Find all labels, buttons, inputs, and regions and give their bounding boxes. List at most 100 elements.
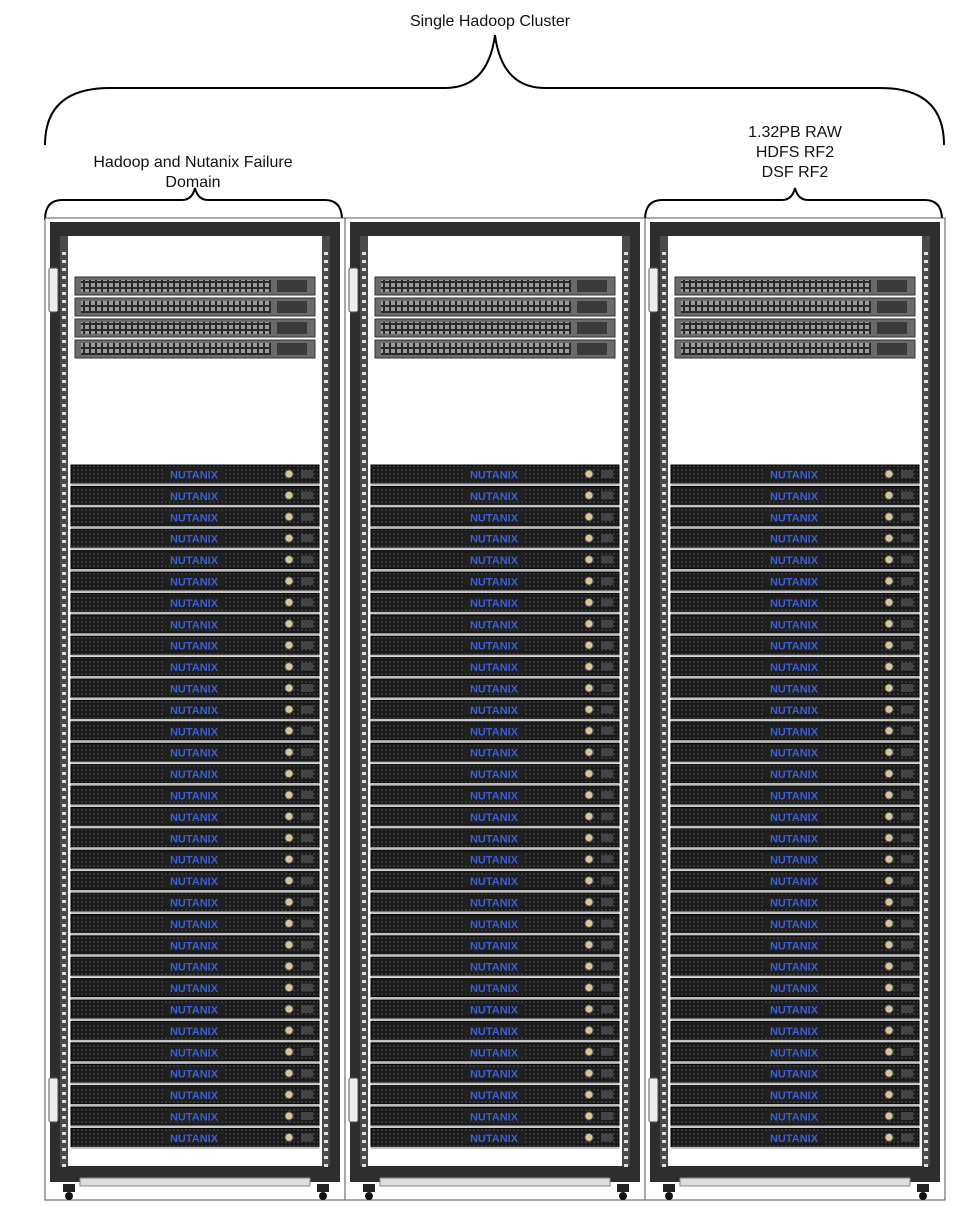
node-power-button [884,1090,894,1100]
node-logo-text: NUTANIX [470,1026,519,1038]
node-rail-lip [371,1018,619,1021]
rail-hole [362,620,366,623]
switch-ports [681,322,871,334]
rail-hole [62,492,66,495]
rail-hole [624,668,628,671]
rail-hole [62,884,66,887]
rail-hole [62,772,66,775]
node-rail-lip [71,676,319,678]
node-rail-lip [371,975,619,978]
rail-hole [62,332,66,335]
rail-hole [624,1092,628,1095]
rail-hole [362,548,366,551]
switch-ports [381,343,571,355]
nutanix-node-icon: NUTANIX [70,507,320,529]
node-power-button [584,555,594,565]
node-rail-lip [371,783,619,785]
node-logo-text: NUTANIX [170,1112,219,1124]
rail-hole [924,1100,928,1103]
rail-hole [324,300,328,303]
node-rail-lip [71,825,319,828]
rail-hole [62,1052,66,1055]
nutanix-node-icon: NUTANIX [70,935,320,957]
nutanix-node-icon: NUTANIX [370,1063,620,1085]
rail-hole [324,1052,328,1055]
rack-base-plate [79,1177,311,1187]
rail-hole [324,612,328,615]
node-bezel-latch [601,1112,613,1120]
node-power-button [884,983,894,993]
rail-hole [624,868,628,871]
node-power-button [584,790,594,800]
node-bezel-latch [901,1112,913,1120]
node-bezel-latch [901,876,913,885]
node-rail-lip [71,954,319,957]
rail-hole [62,468,66,471]
rail-hole [924,796,928,799]
rail-hole [924,836,928,839]
nutanix-node-icon: NUTANIX [670,956,920,978]
rail-hole [362,1108,366,1111]
rail-hole [362,812,366,815]
rail-hole [62,1044,66,1047]
rack-top-bar [650,222,940,236]
node-power-button [584,940,594,950]
rail-hole [324,540,328,543]
node-bezel-latch [901,919,913,928]
node-power-button [584,811,594,821]
rail-hole [62,612,66,615]
rail-hole [62,372,66,375]
rail-hole [324,876,328,879]
node-rail-lip [71,654,319,657]
rail-hole [624,596,628,599]
rail-hole [662,1076,666,1079]
rail-hole [662,1100,666,1103]
nutanix-node-icon: NUTANIX [70,678,320,700]
rail-hole [924,1164,928,1167]
rail-hole [924,812,928,815]
node-rail-lip [671,911,919,914]
rail-hole [324,996,328,999]
rail-hole [624,612,628,615]
node-bezel-latch [601,577,613,585]
rail-hole [662,340,666,343]
nutanix-node-icon: NUTANIX [70,635,320,657]
nutanix-node-icon: NUTANIX [670,913,920,935]
node-logo-plate [763,682,825,694]
node-rail-lip [71,483,319,486]
nutanix-node-icon: NUTANIX [70,764,320,785]
rail-hole [62,1060,66,1063]
rail-hole [62,292,66,295]
rail-hole [662,396,666,399]
node-logo-text: NUTANIX [770,962,819,974]
rail-hole [624,564,628,567]
rail-hole [62,396,66,399]
node-power-button [284,897,294,907]
node-logo-plate [763,1003,825,1015]
node-power-button [584,1025,594,1035]
rail-hole [62,700,66,703]
node-logo-plate [763,639,825,652]
node-bezel-latch [601,619,613,628]
node-power-button [584,662,594,672]
rail-hole [362,708,366,711]
empty-rack-space [675,362,915,462]
nutanix-node-icon: NUTANIX [670,935,920,957]
node-logo-plate [763,1088,825,1101]
node-rail-lip [671,1125,919,1128]
node-power-button [584,533,594,543]
rail-hole [324,1012,328,1015]
node-logo-plate [163,767,225,780]
node-power-button [884,961,894,971]
node-logo-text: NUTANIX [770,1112,819,1124]
nutanix-node-icon: NUTANIX [670,571,920,593]
node-logo-text: NUTANIX [470,726,519,738]
rail-hole [662,1028,666,1031]
rail-hole [924,276,928,279]
rail-hole [324,396,328,399]
rail-hole [924,940,928,943]
rail-hole [924,564,928,567]
node-logo-text: NUTANIX [770,726,819,738]
nutanix-node-icon: NUTANIX [70,721,320,743]
